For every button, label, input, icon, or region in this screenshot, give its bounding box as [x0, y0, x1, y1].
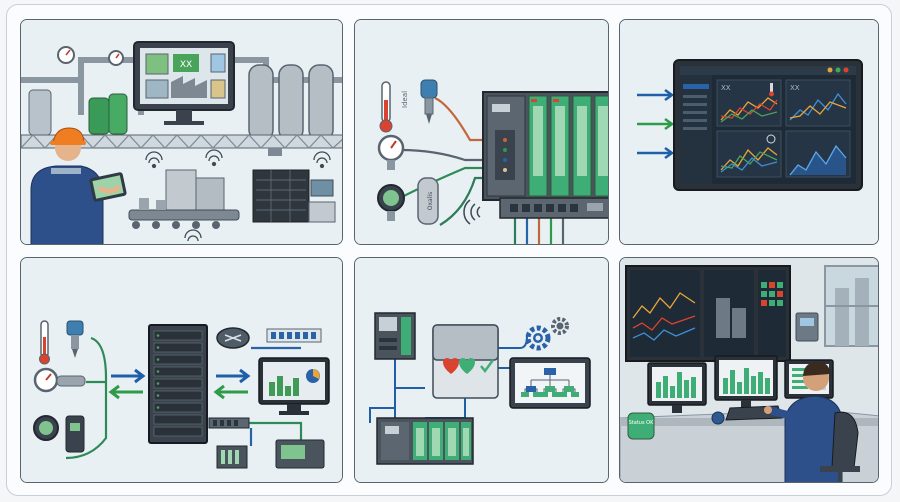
panel-plc-hmi-logic — [354, 257, 609, 483]
status-badge-label: Status OK — [629, 420, 654, 426]
storage-silos — [249, 65, 333, 140]
chart-tile-label: XX — [790, 84, 800, 92]
panel-control-room: Status OK — [619, 257, 879, 483]
pressure-gauge-icon — [58, 47, 74, 63]
panel-dashboard-monitor: XX XX — [619, 19, 879, 245]
chart-tile-label: XX — [721, 84, 731, 92]
plc-controller — [217, 446, 247, 468]
panel-field-operations: XX — [20, 19, 343, 245]
chart-tile: XX — [786, 80, 850, 126]
plc-rack — [377, 418, 473, 464]
plc-controller — [375, 313, 415, 359]
server-rack-icon — [253, 170, 309, 222]
hmi-screen — [510, 358, 590, 408]
chart-tile — [717, 131, 781, 177]
chart-tile: XX — [717, 80, 781, 126]
dashboard-screen: XX XX — [674, 60, 862, 190]
monitor-icon — [715, 356, 777, 408]
transmitter-label: Oxalis — [427, 192, 434, 210]
network-switch — [209, 418, 249, 428]
status-badge: Status OK — [628, 413, 654, 439]
logic-module — [433, 325, 498, 398]
plant-window — [825, 266, 879, 346]
router-icon — [217, 328, 249, 348]
plc-controller — [483, 92, 609, 200]
patch-panel — [267, 329, 321, 342]
hmi-device — [276, 440, 324, 468]
panel-data-network-server — [20, 257, 343, 483]
pressure-gauge-icon — [109, 51, 123, 65]
video-wall — [626, 266, 790, 361]
chart-tile — [786, 131, 850, 177]
thermometer-label: Ideal — [401, 91, 409, 108]
server-rack-icon — [149, 325, 207, 443]
thermometer-icon — [40, 321, 50, 364]
plc-terminal-block — [495, 130, 515, 180]
wall-intercom — [796, 313, 818, 341]
scada-label: XX — [180, 60, 192, 70]
monitor-icon — [648, 363, 706, 413]
panel-sensors-to-plc: Ideal Oxalis — [354, 19, 609, 245]
dashboard-sidebar — [680, 75, 712, 184]
network-switch — [500, 198, 609, 218]
flow-transmitter: Oxalis — [418, 178, 438, 224]
